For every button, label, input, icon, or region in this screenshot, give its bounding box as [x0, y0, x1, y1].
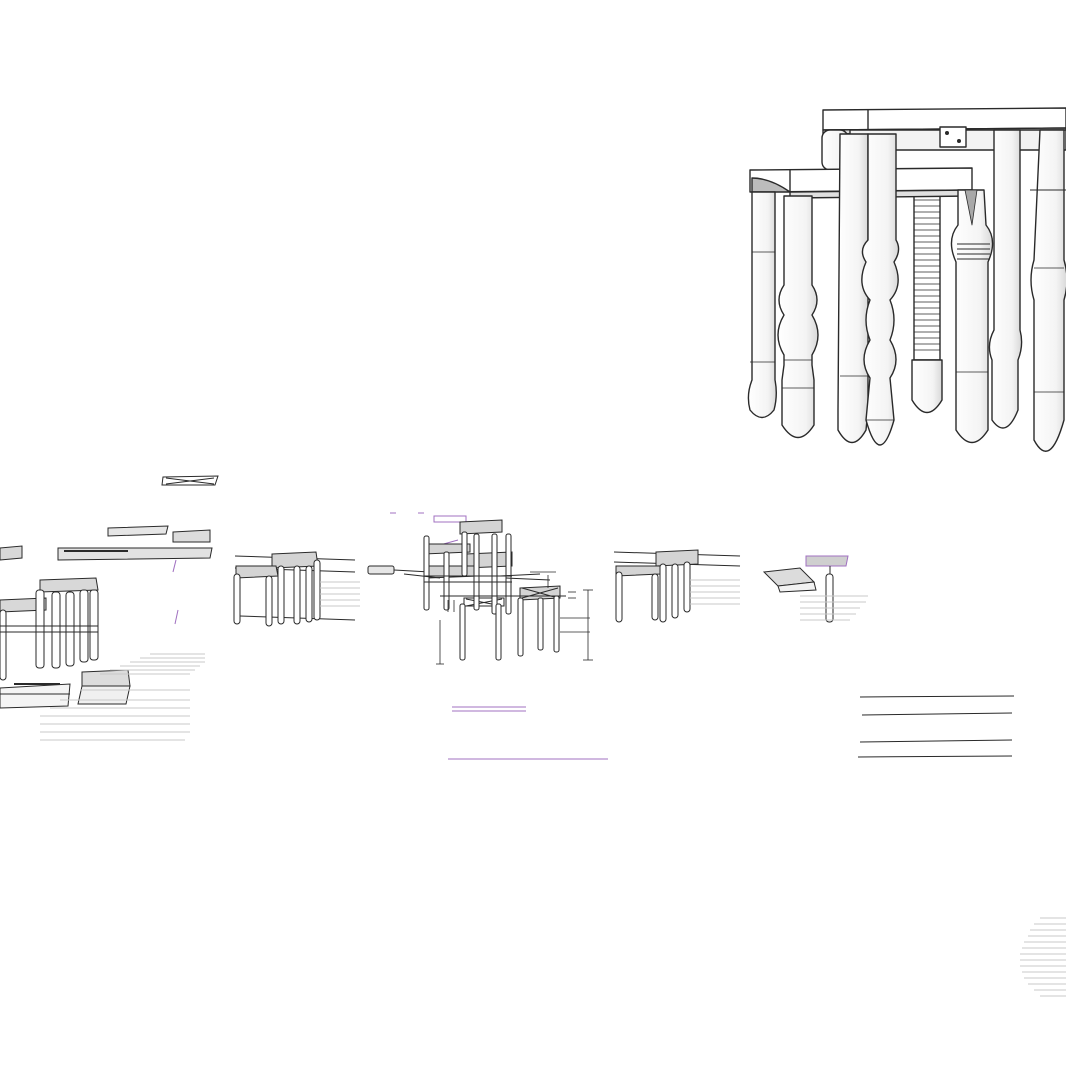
threaded-leg	[911, 189, 943, 414]
seat-block-part	[172, 529, 211, 543]
speed-lines-left	[40, 653, 205, 741]
dimensioned-assembly-view	[390, 512, 593, 665]
small-stool-view-2	[613, 549, 741, 623]
title-block-lines	[857, 695, 1015, 758]
speed-lines-corner	[1020, 917, 1066, 997]
speed-lines-2	[690, 579, 740, 605]
speed-lines-3	[800, 595, 868, 621]
exploded-assembly-view	[0, 475, 219, 709]
small-stool-view-1	[233, 551, 356, 627]
accent-underlines	[448, 706, 608, 760]
connector-part	[367, 565, 431, 575]
leg-ring-grooves	[957, 243, 990, 260]
large-stool-perspective-view	[747, 107, 1066, 452]
exploded-stool	[0, 577, 99, 681]
back-right-leg	[988, 129, 1023, 429]
far-right-leg	[1030, 129, 1066, 452]
front-turned-leg	[777, 195, 819, 439]
long-rail-part	[57, 547, 213, 561]
seat-slab-part	[107, 525, 169, 537]
center-turned-leg	[861, 133, 900, 446]
dimension-lines	[436, 571, 593, 665]
crossed-brace-part	[161, 475, 219, 486]
front-right-leg	[950, 189, 994, 444]
front-left-leg	[747, 191, 777, 419]
speed-lines-1	[320, 581, 360, 607]
corner-bracket	[939, 126, 967, 148]
seat-and-leg-detail-view	[762, 555, 849, 623]
